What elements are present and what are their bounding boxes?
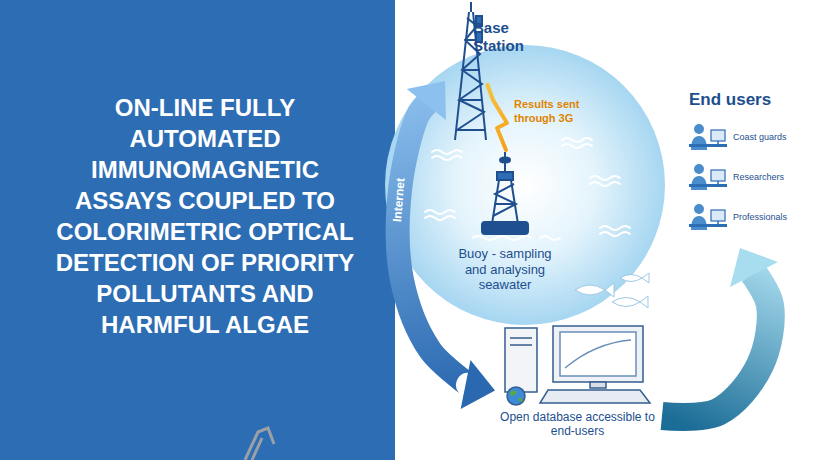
title-panel-part (0, 0, 395, 460)
edge-label: Internet (390, 177, 408, 222)
sea-glow-part (385, 45, 665, 325)
wave-marks-part (432, 156, 462, 160)
user-label: Researchers (733, 172, 793, 183)
radio-link (488, 85, 507, 150)
computer-drawing-part (553, 326, 643, 382)
user-icon-part (694, 124, 704, 134)
user-icon-part (694, 164, 704, 174)
computer-drawing-part (560, 332, 636, 376)
tower-drawing-part (470, 2, 472, 12)
user-icon-part (717, 181, 719, 184)
user-icon-part (711, 210, 725, 221)
user-icon-part (691, 216, 707, 230)
user-label: Professionals (733, 212, 793, 223)
end-users-group: End usersCoast guardsResearchersProfessi… (683, 88, 797, 248)
fish-drawing-part (575, 283, 614, 297)
wave-marks-part (600, 232, 630, 236)
computer-drawing-part (590, 382, 606, 388)
radio-link-path (488, 85, 507, 150)
computer-drawing-part (505, 328, 537, 392)
tower-drawing-part (455, 12, 469, 140)
computer-drawing-part (510, 337, 532, 339)
equipment-fragment-part (245, 428, 274, 460)
computer-drawing-part (540, 390, 650, 403)
user-icon (687, 160, 729, 196)
user-icon-part (689, 184, 727, 187)
fish-drawing (575, 273, 649, 308)
computer-drawing (505, 326, 650, 405)
buoy-drawing (472, 152, 532, 240)
node-label: Buoy - sampling and analysing seawater (450, 246, 560, 293)
edge-label: Results sent through 3G (514, 98, 588, 126)
edge-label-holder: Internet (390, 177, 408, 222)
buoy: Buoy - sampling and analysing seawater (450, 150, 562, 297)
sea-glow (385, 45, 665, 325)
wave-marks-part (425, 210, 455, 214)
user-icon-part (689, 144, 727, 147)
user-station: Professionals (687, 200, 795, 236)
user-icon-part (711, 170, 725, 181)
delivery-arrow (662, 248, 778, 417)
computer-drawing-part (507, 387, 525, 405)
buoy-drawing-part (494, 203, 516, 205)
tower-drawing-part (457, 129, 484, 131)
wave-marks-part (425, 216, 455, 220)
delivery-arrow-path (662, 273, 771, 417)
user-station: Coast guards (687, 120, 795, 156)
base-station: Base Station (445, 5, 560, 85)
node-label: End users (689, 90, 789, 110)
tower-drawing-part (462, 69, 480, 71)
fish-drawing-part (612, 296, 648, 308)
arrow-head (461, 360, 495, 409)
edge-label-holder: Results sent through 3G (514, 98, 588, 126)
buoy-drawing-part (500, 158, 510, 163)
fish-drawing-part (620, 273, 649, 283)
wave-marks-part (540, 236, 560, 240)
buoy-drawing-part (497, 172, 513, 180)
arrow-head (407, 81, 446, 120)
wave-marks-part (562, 138, 592, 142)
internet-arrow-path (398, 103, 468, 385)
wave-marks-part (590, 182, 620, 186)
computer-drawing-part (565, 340, 631, 368)
internet-arrow (398, 81, 495, 409)
buoy-drawing-part (482, 222, 528, 234)
wave-marks-part (600, 226, 630, 230)
tower-drawing-part (459, 99, 482, 101)
user-icon-part (691, 136, 707, 150)
equipment-fragment-part (252, 438, 262, 460)
buoy-drawing-part (493, 184, 516, 216)
user-station: Researchers (687, 160, 795, 196)
wave-marks-part (590, 176, 620, 180)
database: Open database accessible to end-users (495, 320, 662, 448)
title-text: ON-LINE FULLY AUTOMATED IMMUNOMAGNETIC A… (55, 92, 355, 340)
user-icon-part (717, 141, 719, 144)
user-icon-part (691, 176, 707, 190)
equipment-fragment (245, 428, 274, 460)
buoy-drawing-part (492, 180, 499, 224)
wave-marks-part (562, 144, 592, 148)
title-block: ON-LINE FULLY AUTOMATED IMMUNOMAGNETIC A… (55, 92, 355, 340)
computer-drawing-part (510, 391, 523, 402)
computer-drawing-part (510, 344, 532, 346)
user-icon-part (711, 130, 725, 141)
buoy-drawing-part (472, 236, 532, 240)
user-label: Coast guards (733, 132, 793, 143)
node-label: Open database accessible to end-users (495, 410, 660, 439)
user-icon (687, 200, 729, 236)
wave-marks-part (432, 150, 462, 154)
wave-marks (425, 138, 630, 240)
title-panel (0, 0, 395, 460)
user-icon-part (717, 221, 719, 224)
node-label: Base Station (473, 19, 553, 55)
user-icon-part (694, 204, 704, 214)
user-icon-part (689, 224, 727, 227)
user-icon (687, 120, 729, 156)
arrow-head (730, 248, 778, 287)
